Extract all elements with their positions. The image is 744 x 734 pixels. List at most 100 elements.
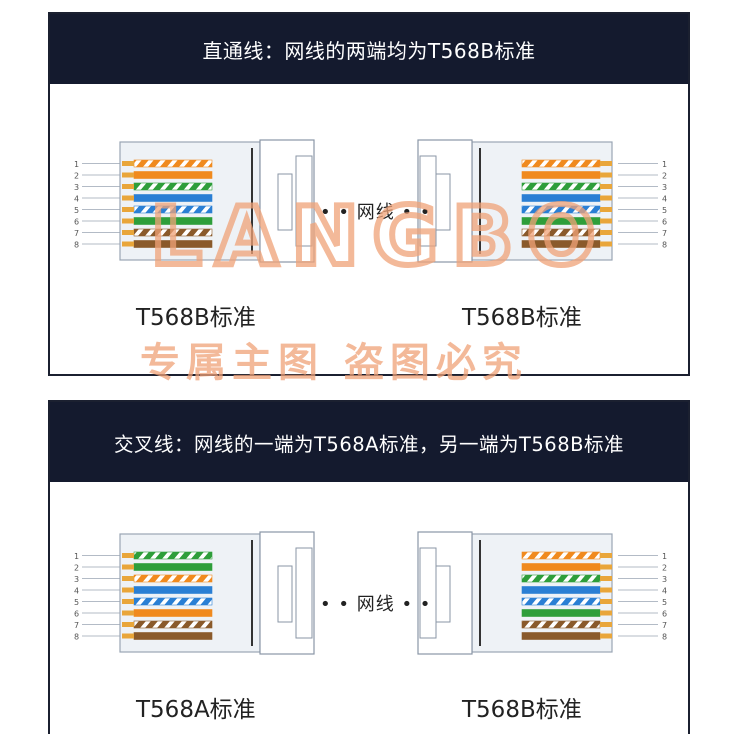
contact-pin	[600, 230, 612, 235]
contact-pin	[122, 576, 134, 581]
contact-pin	[122, 587, 134, 593]
contact-pin	[600, 218, 612, 224]
pin-number: 6	[74, 218, 79, 227]
crossover-left-standard-label: T568A标准	[136, 697, 256, 723]
contact-pin	[122, 633, 134, 639]
pin-number: 3	[74, 183, 79, 192]
contact-pin	[600, 622, 612, 627]
pin-number: 1	[74, 552, 79, 561]
watermark-text: 专属主图 盗图必究	[140, 339, 528, 386]
straight-right-connector: 1 2 3 4 5 6 7 8	[417, 139, 667, 263]
contact-pin	[600, 553, 612, 558]
pin-number: 8	[74, 241, 79, 250]
wire-blue-white	[521, 597, 601, 606]
pin-number: 3	[74, 575, 79, 584]
pin-number: 5	[74, 206, 79, 215]
contact-pin	[122, 161, 134, 166]
wire-brown	[133, 632, 213, 640]
pin-number: 4	[74, 195, 79, 204]
wire-blue-white	[133, 597, 213, 606]
straight-cable-text: 网线	[356, 202, 395, 223]
wire-green-white	[133, 551, 213, 560]
pin-number: 1	[74, 160, 79, 169]
connector-latch-slot	[277, 173, 293, 231]
pin-number: 7	[662, 229, 667, 238]
contact-pin	[122, 230, 134, 235]
wire-orange	[133, 171, 213, 179]
pin-number: 4	[662, 587, 667, 596]
wire-orange	[521, 563, 601, 571]
pin-number: 1	[662, 160, 667, 169]
wire-blue	[521, 586, 601, 594]
wire-green-white	[133, 182, 213, 191]
contact-pin	[122, 622, 134, 627]
contact-pin	[600, 241, 612, 247]
connector-tab	[419, 155, 437, 247]
pin-number: 4	[74, 587, 79, 596]
pin-number: 6	[662, 218, 667, 227]
contact-pin	[600, 172, 612, 178]
wire-orange-white	[521, 159, 601, 168]
contact-pin	[122, 172, 134, 178]
pin-number: 4	[662, 195, 667, 204]
contact-pin	[600, 184, 612, 189]
wire-orange-white	[521, 551, 601, 560]
crossover-cable-text: 网线	[356, 594, 395, 615]
wire-green	[521, 609, 601, 617]
contact-pin	[600, 564, 612, 570]
connector-tab	[295, 547, 313, 639]
connector-tab	[295, 155, 313, 247]
pin-number: 8	[74, 633, 79, 642]
watermark-logo: LANGBO	[148, 196, 599, 274]
wire-orange-white	[133, 159, 213, 168]
straight-through-title: 直通线：网线的两端均为T568B标准	[50, 14, 688, 84]
pin-number: 6	[74, 610, 79, 619]
pin-number: 2	[662, 172, 667, 181]
contact-pin	[122, 184, 134, 189]
contact-pin	[600, 633, 612, 639]
wire-green-white	[521, 182, 601, 191]
crossover-left-connector: 1 2 3 4 5 6 7 8	[74, 531, 315, 655]
pin-number: 5	[74, 598, 79, 607]
pin-number: 3	[662, 183, 667, 192]
contact-pin	[122, 218, 134, 224]
contact-pin	[122, 599, 134, 604]
contact-pin	[600, 587, 612, 593]
pin-number: 6	[662, 610, 667, 619]
wire-orange	[521, 171, 601, 179]
contact-pin	[122, 610, 134, 616]
pin-number: 8	[662, 241, 667, 250]
wire-orange	[133, 609, 213, 617]
pin-number: 2	[662, 564, 667, 573]
wire-orange-white	[133, 574, 213, 583]
pin-number: 5	[662, 206, 667, 215]
pin-number: 8	[662, 633, 667, 642]
contact-pin	[122, 553, 134, 558]
crossover-right-standard-label: T568B标准	[462, 697, 582, 723]
straight-cable-label: • • 网线 • •	[320, 202, 432, 223]
straight-right-standard-label: T568B标准	[462, 305, 582, 331]
pin-number: 7	[74, 621, 79, 630]
pin-number: 1	[662, 552, 667, 561]
crossover-cable-label: • • 网线 • •	[320, 594, 432, 615]
wire-green	[133, 563, 213, 571]
wire-brown	[521, 632, 601, 640]
contact-pin	[600, 161, 612, 166]
wire-brown-white	[521, 620, 601, 629]
connector-tab	[419, 547, 437, 639]
contact-pin	[122, 241, 134, 247]
contact-pin	[122, 195, 134, 201]
contact-pin	[600, 610, 612, 616]
pin-number: 2	[74, 172, 79, 181]
pin-number: 7	[662, 621, 667, 630]
contact-pin	[600, 195, 612, 201]
straight-left-connector: 1 2 3 4 5 6 7 8	[74, 139, 315, 263]
contact-pin	[600, 207, 612, 212]
pin-number: 7	[74, 229, 79, 238]
wire-green-white	[521, 574, 601, 583]
pin-number: 2	[74, 564, 79, 573]
straight-left-standard-label: T568B标准	[136, 305, 256, 331]
wire-blue	[133, 586, 213, 594]
